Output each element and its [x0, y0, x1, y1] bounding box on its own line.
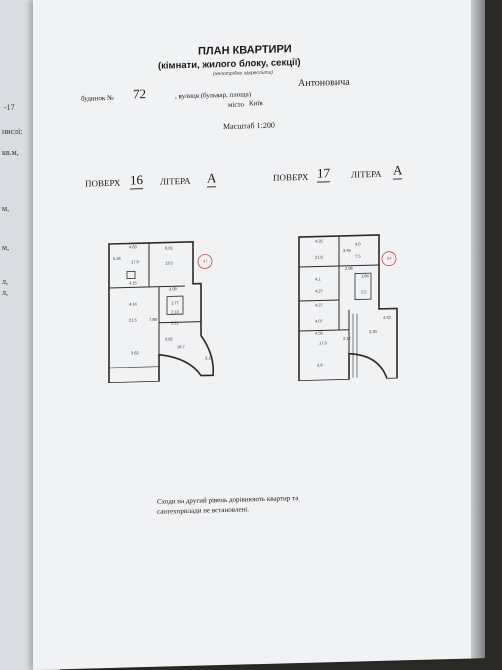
plan-label: 1.77: [171, 300, 179, 306]
street-label: , вулиця (бульвар, площа): [175, 90, 252, 101]
plan-stamp: 54: [387, 255, 392, 261]
city-label: місто: [228, 100, 244, 109]
footer-note-line2: сантехприлади не встановлені.: [157, 505, 249, 516]
plan-label: 3.45: [343, 247, 351, 253]
plan-label: 1.84: [361, 273, 369, 279]
floor-plan-16-drawing: [108, 240, 215, 384]
floor17-number: 17: [317, 165, 330, 183]
floor-plan-17-drawing: [298, 234, 398, 382]
plan-label: 3.21: [171, 320, 179, 326]
plan-label: 4.25: [315, 238, 323, 244]
plan-label: 3.6: [317, 362, 323, 368]
footer-note-line1: Сходи на другий рівень дорівнюють кварти…: [157, 494, 299, 506]
plan-label: 2.17: [343, 335, 351, 341]
plan-label: 17.9: [131, 259, 139, 265]
building-label: будинок №: [81, 93, 114, 103]
floor17-label: ПОВЕРХ: [273, 171, 309, 183]
plan-label: 4.07: [315, 318, 323, 324]
plan-label: 4.27: [315, 288, 323, 294]
plan-label: 4.1: [315, 276, 321, 282]
floor16-litera-label: ЛІТЕРА: [160, 175, 191, 187]
plan-label: 13.5: [165, 260, 173, 266]
plan-label: 4.27: [315, 302, 323, 308]
plan-label: 17.3: [319, 340, 327, 346]
back-page-text: м,: [2, 204, 10, 213]
scale-label: Масштаб 1:200: [223, 120, 275, 132]
back-page-text: кв.м,: [2, 148, 19, 157]
plan-label: 3.08: [169, 286, 177, 292]
plan-label: 16.7: [177, 344, 185, 350]
floor16-litera-value: А: [207, 170, 217, 188]
back-page-text: л,: [2, 288, 8, 297]
floor17-litera-value: А: [393, 162, 403, 180]
floor16-number: 16: [130, 172, 143, 190]
plan-label: 3.14: [205, 355, 213, 361]
back-page-text: л,: [2, 277, 8, 286]
page-title: ПЛАН КВАРТИРИ: [198, 43, 292, 58]
back-page-text: м,: [2, 243, 10, 252]
floor16-label: ПОВЕРХ: [85, 177, 121, 189]
back-page-text: -17: [4, 103, 15, 112]
plan-label: 3.30: [369, 328, 377, 335]
plan-label: 5.46: [113, 255, 121, 261]
page-subtitle: (кімнати, жилого блоку, секції): [158, 56, 301, 72]
floor-plan-16: 4.63 8.01 5.46 17.9 13.5 4.15 3.08 4.14 …: [105, 235, 225, 384]
plan-label: 3.82: [165, 336, 173, 342]
plan-label: 4.14: [129, 301, 137, 307]
plan-label: 21.5: [129, 317, 137, 323]
plan-label: 2.96: [345, 265, 353, 271]
floor17-litera-label: ЛІТЕРА: [351, 168, 382, 180]
plan-label: 2.13: [171, 309, 179, 315]
plan-label: 8.01: [165, 245, 173, 251]
plan-label: 21.6: [315, 254, 323, 260]
subtitle-note: (непотрібне закреслити): [213, 69, 274, 78]
city-value: Київ: [249, 98, 263, 108]
street-value: Антоновича: [298, 76, 350, 90]
plan-label: 4.15: [129, 280, 137, 286]
document-page: ПЛАН КВАРТИРИ (кімнати, жилого блоку, се…: [33, 0, 473, 670]
plan-label: 4.0: [355, 241, 361, 247]
plan-label: 7.5: [355, 253, 361, 259]
back-page-text: нислі:: [2, 127, 23, 136]
building-number: 72: [133, 86, 146, 102]
plan-stamp: 47: [203, 258, 208, 264]
plan-label: 4.56: [315, 330, 323, 336]
plan-label: 3.62: [131, 350, 139, 356]
plan-label: 4.42: [383, 314, 391, 320]
plan-label: 2.5: [361, 289, 367, 295]
plan-label: 4.63: [129, 244, 137, 250]
plan-label: 7.88: [149, 316, 157, 322]
floor-plan-17: 4.25 3.45 4.0 21.6 7.5 2.96 1.84 4.1 4.2…: [295, 228, 415, 382]
